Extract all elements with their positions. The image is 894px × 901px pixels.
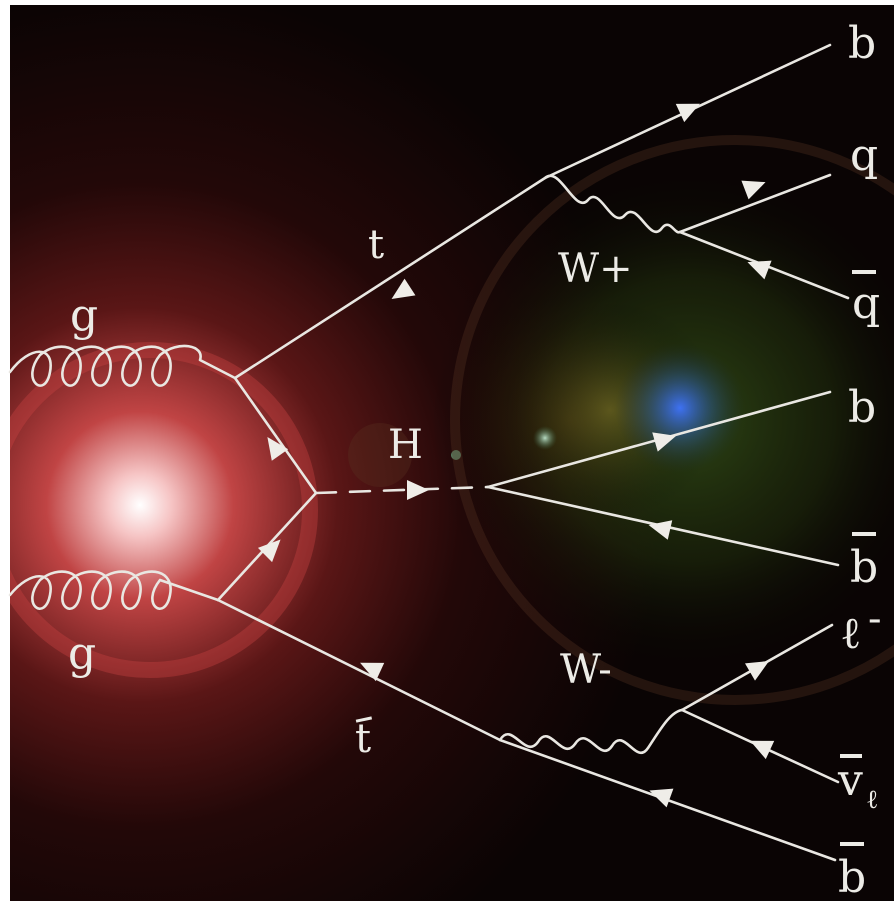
label-lepton: ℓ <box>840 608 861 659</box>
arrow-b-higgs <box>652 432 677 452</box>
top-border <box>0 0 894 5</box>
red-glow-ring <box>0 342 318 678</box>
arrow-bbar-higgs <box>648 520 673 540</box>
gluon-bottom-line <box>8 570 220 610</box>
qbar-bar <box>852 270 876 274</box>
q-line <box>678 173 832 234</box>
label-w-minus: W- <box>560 647 612 693</box>
label-w-plus: W+ <box>558 246 633 292</box>
label-gluon-top: g <box>70 290 98 341</box>
flare-ring <box>450 135 894 705</box>
arrow-higgs <box>407 480 429 500</box>
label-neutrino-sub: ℓ <box>866 785 878 815</box>
left-border <box>0 0 10 901</box>
label-neutrino: v <box>837 755 863 806</box>
w-plus-line <box>543 174 682 234</box>
label-lepton-charge: - <box>868 596 882 642</box>
arrow-top-b <box>675 103 700 123</box>
arrow-internal-2 <box>257 539 281 563</box>
label-bbar-higgs: b <box>850 542 878 593</box>
label-gluon-bottom: g <box>68 628 96 679</box>
label-bbar-bottom: b <box>838 852 866 901</box>
label-q: q <box>850 130 878 181</box>
w-minus-line <box>498 708 684 755</box>
label-antitop: t <box>355 716 371 762</box>
label-b-higgs: b <box>848 382 876 433</box>
flare-blue <box>615 343 745 473</box>
arrow-lepton <box>745 661 770 681</box>
label-b-top: b <box>848 18 876 69</box>
label-top: t <box>368 222 384 268</box>
arrow-bbar-bottom <box>649 788 674 808</box>
bbar-bottom-bar <box>840 842 864 846</box>
bbar-higgs-bar <box>852 532 876 536</box>
flare-dot <box>533 426 557 450</box>
label-higgs: H <box>388 422 423 468</box>
gluon-top-line <box>8 344 237 387</box>
flare-dot-small <box>451 450 461 460</box>
arrow-antitop <box>360 662 385 682</box>
antitop-bar <box>355 716 373 723</box>
arrow-neutrino <box>750 740 775 760</box>
arrow-q <box>741 180 766 200</box>
higgs-line <box>314 485 490 495</box>
arrow-internal-1 <box>267 436 289 461</box>
arrow-top <box>391 278 416 299</box>
arrow-qbar <box>747 260 772 280</box>
label-qbar: q <box>852 278 880 329</box>
flare-ring-small <box>348 423 412 487</box>
neutrino-bar <box>840 754 862 758</box>
